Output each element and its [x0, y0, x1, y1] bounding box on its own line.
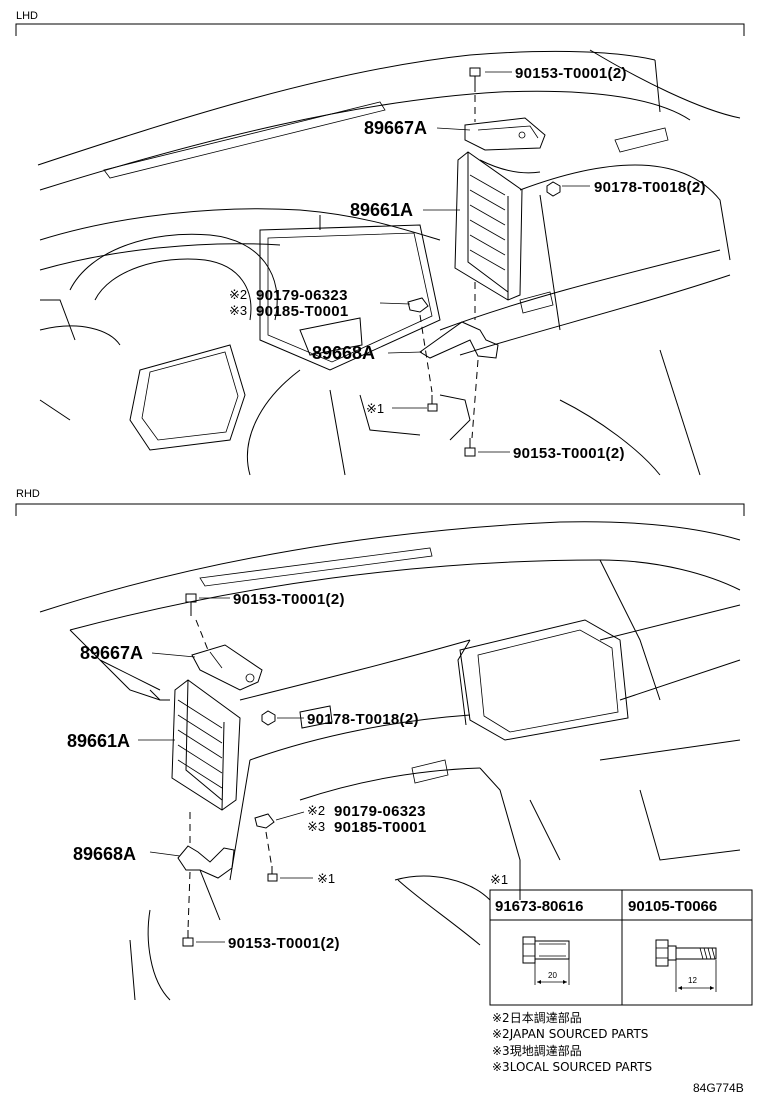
rhd-frame: [15, 503, 745, 516]
bolt-table-frame: [489, 889, 753, 1006]
legend-line-1: ※2日本調達部品: [492, 1010, 582, 1025]
lhd-label: LHD: [16, 10, 38, 22]
legend: ※2日本調達部品 ※2JAPAN SOURCED PARTS ※3現地調達部品 …: [492, 1010, 652, 1074]
rhd-callout-nut: 90178-T0018(2): [307, 711, 419, 728]
bolt-1-length-label: 20: [548, 971, 557, 980]
rhd-dash-bottom: [187, 871, 191, 931]
lhd-callout-clip-b: 90185-T0001: [256, 303, 349, 320]
rhd-dashboard-outline: [39, 521, 741, 1001]
rhd-leaders: [138, 597, 313, 943]
rhd-callout-module: 89661A: [67, 731, 130, 751]
rhd-bolt-top-icon: [185, 593, 197, 616]
rhd-section: RHD: [15, 488, 745, 1001]
lhd-callout-bracket-lower: 89668A: [312, 343, 375, 363]
lhd-callout-bracket-upper: 89667A: [364, 118, 427, 138]
lhd-leaders: [379, 71, 590, 453]
lhd-frame: [15, 23, 745, 36]
lhd-callout-bolt-top: 90153-T0001(2): [515, 65, 627, 82]
lhd-callout-bolt-side: ※1: [366, 401, 384, 416]
rhd-upper-bracket-icon: [191, 644, 263, 691]
rhd-callout-bracket-lower: 89668A: [73, 844, 136, 864]
lhd-callout-clip-a: 90179-06323: [256, 287, 348, 304]
bolt-table-mark: ※1: [490, 872, 508, 887]
rhd-dash-clip: [265, 831, 273, 869]
hex-bolt-icon: [655, 939, 717, 992]
lhd-clip-icon: [407, 297, 429, 313]
rhd-lower-bracket-icon: [177, 845, 235, 879]
rhd-bolt-side-icon: [267, 866, 278, 882]
lhd-section: LHD: [15, 10, 745, 476]
lhd-callout-clip-a-mark: ※2: [229, 287, 247, 302]
figure-ref: 84G774B: [693, 1081, 744, 1095]
legend-line-2: ※2JAPAN SOURCED PARTS: [492, 1027, 648, 1041]
bolt-table: ※1 91673-80616 90105-T0066 20: [489, 872, 753, 1006]
lhd-dash-clip: [419, 314, 433, 393]
rhd-bolt-bottom-icon: [182, 930, 194, 947]
lhd-lower-bracket-icon: [419, 321, 499, 359]
rhd-callout-clip-b: 90185-T0001: [334, 819, 427, 836]
lhd-upper-bracket-icon: [464, 117, 546, 151]
rhd-callout-bolt-side: ※1: [317, 871, 335, 886]
lhd-module-icon: [454, 151, 523, 301]
rhd-nut-icon: [261, 710, 276, 726]
lhd-nut-icon: [546, 181, 561, 197]
bolt-table-part-1: 91673-80616: [495, 898, 583, 915]
rhd-callout-bolt-bottom: 90153-T0001(2): [228, 935, 340, 952]
rhd-callout-clip-a-mark: ※2: [307, 803, 325, 818]
rhd-callout-clip-a: 90179-06323: [334, 803, 426, 820]
lhd-parts: [407, 67, 561, 457]
lhd-bolt-bottom-icon: [464, 438, 476, 457]
lhd-dash-bottom: [471, 359, 479, 439]
rhd-callout-clip-b-mark: ※3: [307, 819, 325, 834]
rhd-label: RHD: [16, 488, 40, 500]
lhd-callout-clip-b-mark: ※3: [229, 303, 247, 318]
legend-line-4: ※3LOCAL SOURCED PARTS: [492, 1060, 652, 1074]
lhd-callout-module: 89661A: [350, 200, 413, 220]
rhd-callout-bracket-upper: 89667A: [80, 643, 143, 663]
lhd-callout-bolt-bottom: 90153-T0001(2): [513, 445, 625, 462]
flange-bolt-icon: [522, 936, 570, 985]
rhd-module-icon: [171, 679, 241, 811]
legend-line-3: ※3現地調達部品: [492, 1043, 582, 1058]
lhd-bolt-top-icon: [469, 67, 481, 92]
bolt-2-length-label: 12: [688, 976, 697, 985]
rhd-callout-bolt-top: 90153-T0001(2): [233, 591, 345, 608]
lhd-dashboard-outline: [37, 49, 741, 476]
bolt-table-part-2: 90105-T0066: [628, 898, 717, 915]
lhd-bolt-side-icon: [427, 395, 438, 412]
lhd-callout-nut: 90178-T0018(2): [594, 179, 706, 196]
rhd-parts: [171, 593, 278, 947]
rhd-dash-top: [195, 619, 209, 651]
rhd-clip-icon: [254, 813, 275, 829]
